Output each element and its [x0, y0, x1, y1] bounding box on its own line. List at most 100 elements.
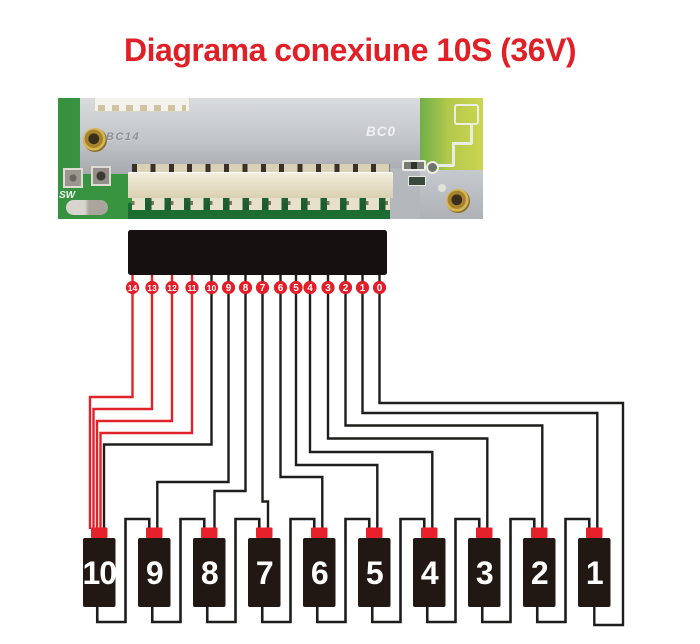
- pin-circle-10: [204, 280, 219, 295]
- pin-circle-1: [355, 280, 370, 295]
- pcb-label-sw: SW: [59, 190, 76, 201]
- battery-cap-9: [146, 527, 163, 538]
- silkscreen-outline: [454, 104, 479, 125]
- bms-connector-block: [128, 230, 387, 275]
- battery-cap-3: [476, 527, 493, 538]
- pin-number-0: 0: [377, 283, 383, 294]
- screw-top-left: [83, 128, 107, 152]
- pin-circle-0: [372, 280, 387, 295]
- sense-wire-9: [156, 273, 230, 529]
- pin-number-2: 2: [343, 283, 349, 294]
- battery-cell-9: [138, 538, 171, 607]
- sense-wire-11: [99, 273, 194, 529]
- sense-wire-2: [344, 273, 544, 529]
- sense-wire-4: [308, 273, 434, 529]
- pin-number-14: 14: [128, 283, 138, 293]
- round-pad: [426, 161, 439, 174]
- battery-number-1: 1: [586, 555, 603, 591]
- pcb-photo: BC14 BC0 SW: [58, 98, 483, 219]
- battery-cap-4: [421, 527, 438, 538]
- small-connector-pins: [98, 105, 186, 111]
- pin-circle-12: [165, 280, 179, 295]
- sense-wire-6: [279, 273, 324, 529]
- fpc-connector-contacts: [132, 201, 390, 205]
- battery-cell-6: [303, 538, 336, 607]
- solder-pad-left: [63, 168, 83, 188]
- sense-wire-0: [378, 273, 625, 627]
- battery-number-4: 4: [421, 555, 439, 591]
- pin-circle-14: [125, 280, 140, 295]
- battery-number-6: 6: [311, 555, 328, 591]
- battery-cap-8: [201, 527, 218, 538]
- pin-number-13: 13: [147, 283, 157, 293]
- silkscreen-dot: [438, 184, 446, 192]
- battery-cell-8: [193, 538, 226, 607]
- shield-label-bc0: BC0: [366, 124, 397, 139]
- series-link-4-3: [425, 517, 481, 624]
- pin-circle-9: [221, 280, 236, 295]
- sense-wire-10: [102, 273, 213, 529]
- series-link-9-8: [150, 517, 206, 624]
- series-link-7-6: [260, 517, 316, 624]
- battery-cell-5: [358, 538, 391, 607]
- series-link-6-5: [315, 517, 371, 624]
- battery-cap-1: [586, 527, 603, 538]
- pcb-trace: [470, 124, 473, 144]
- series-link-3-2: [480, 517, 536, 624]
- pin-circle-5: [289, 280, 303, 295]
- shield-label-bc14: BC14: [106, 131, 141, 143]
- battery-cap-10: [91, 527, 108, 538]
- switch-pads: [66, 200, 108, 215]
- sense-wire-8: [213, 273, 247, 529]
- pin-circle-4: [303, 280, 317, 295]
- pin-circle-6: [273, 280, 288, 295]
- series-link-5-4: [370, 517, 426, 624]
- battery-cap-7: [256, 527, 273, 538]
- sense-wire-7: [261, 273, 270, 529]
- pin-number-10: 10: [207, 283, 217, 293]
- battery-cell-1: [578, 538, 611, 607]
- pin-circle-3: [321, 280, 335, 295]
- sense-wire-5: [294, 273, 379, 529]
- battery-number-8: 8: [201, 555, 218, 591]
- pin-number-8: 8: [243, 283, 249, 294]
- screw-bottom-right: [446, 189, 470, 213]
- pcb-trace: [452, 142, 455, 166]
- sense-wire-12: [95, 273, 174, 529]
- fpc-connector-pin-row: [132, 164, 390, 174]
- battery-cap-6: [311, 527, 328, 538]
- pin-number-4: 4: [307, 283, 313, 294]
- battery-number-9: 9: [146, 555, 163, 591]
- pin-number-3: 3: [325, 283, 331, 294]
- battery-cell-3: [468, 538, 501, 607]
- battery-number-5: 5: [366, 555, 383, 591]
- pin-circle-7: [255, 280, 270, 295]
- smd-component: [408, 176, 426, 186]
- series-link-8-7: [205, 517, 261, 624]
- smd-resistor: [402, 160, 426, 171]
- battery-cell-4: [413, 538, 446, 607]
- battery-number-3: 3: [476, 555, 493, 591]
- page-title: Diagrama conexiune 10S (36V): [124, 32, 576, 68]
- series-link-2-1: [535, 517, 591, 624]
- pin-number-6: 6: [278, 283, 284, 294]
- battery-cell-7: [248, 538, 281, 607]
- pin-number-11: 11: [188, 283, 197, 293]
- pin-number-7: 7: [260, 283, 266, 294]
- battery-cell-10: [83, 538, 116, 607]
- pin-number-1: 1: [360, 283, 366, 294]
- battery-number-10: 10: [82, 555, 116, 591]
- solder-pad-right: [91, 166, 111, 186]
- sense-wire-14: [88, 273, 134, 529]
- pin-number-12: 12: [167, 283, 177, 293]
- pcb-trace: [452, 142, 472, 145]
- battery-cap-2: [531, 527, 548, 538]
- sense-wire-13: [92, 273, 154, 529]
- pin-circle-11: [185, 280, 199, 295]
- pin-number-9: 9: [226, 283, 232, 294]
- pin-number-5: 5: [293, 283, 299, 294]
- pin-circle-13: [145, 280, 159, 295]
- battery-number-2: 2: [531, 555, 548, 591]
